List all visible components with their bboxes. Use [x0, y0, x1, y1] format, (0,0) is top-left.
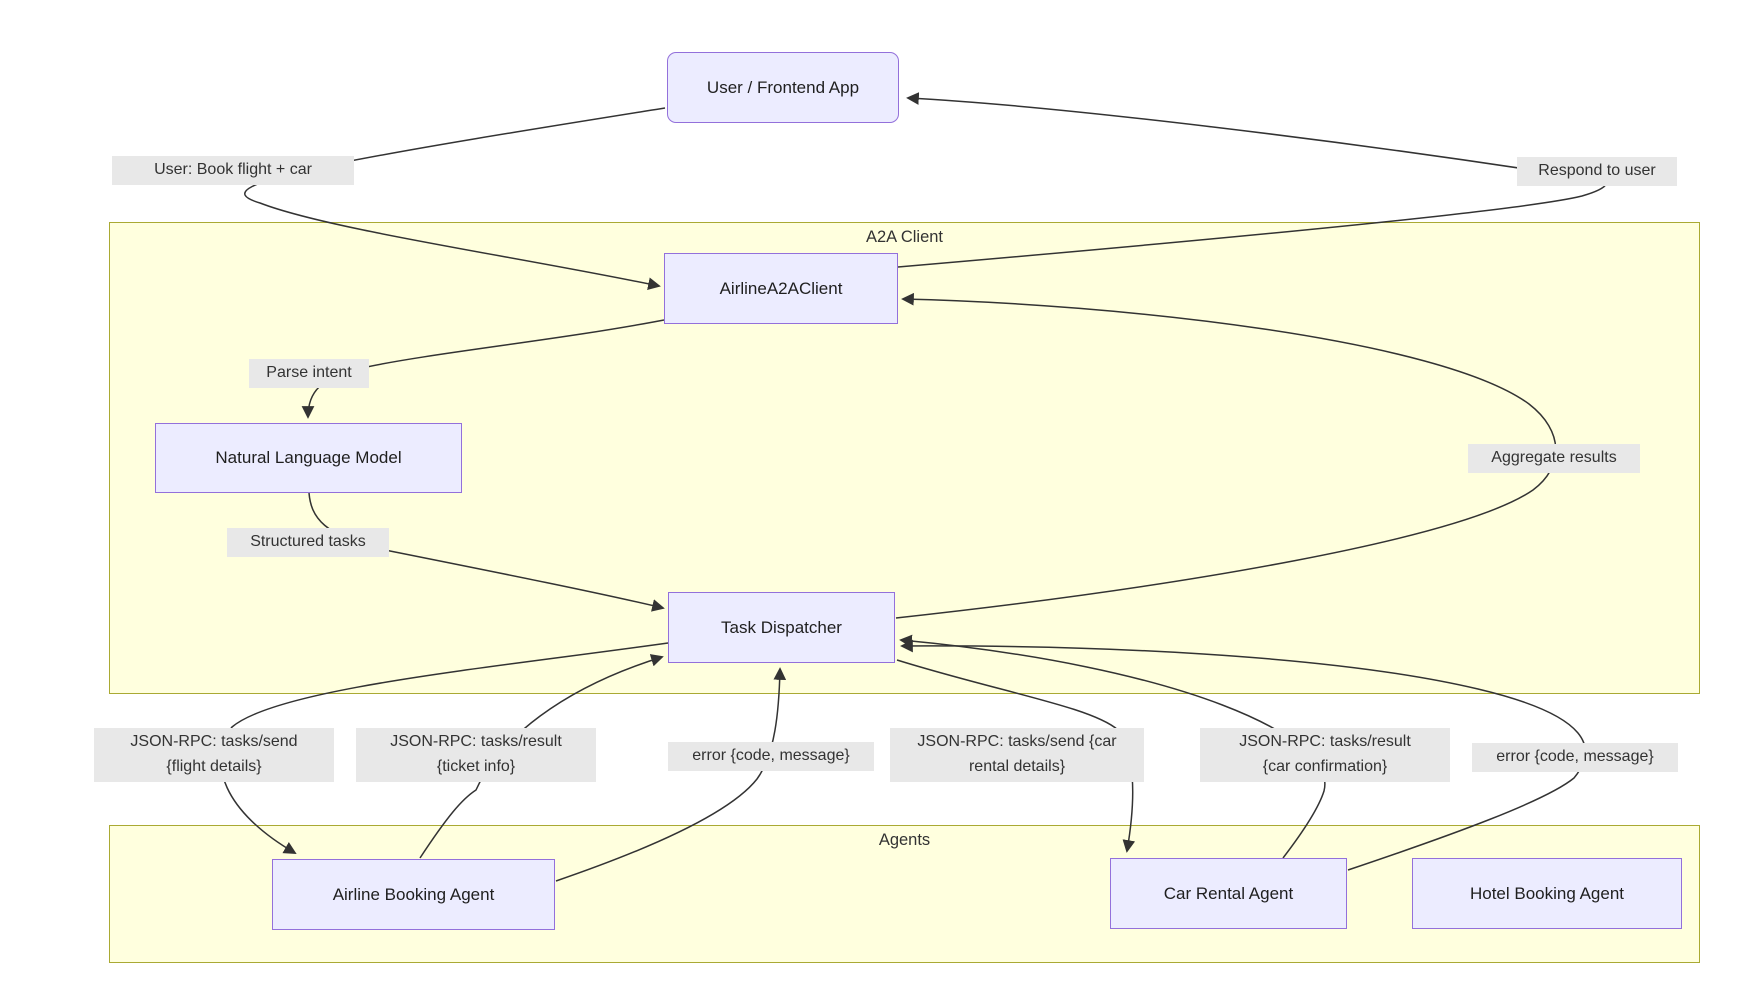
- edge-dispatcher-to-airline-agent: [219, 642, 669, 854]
- edge-dispatcher-aggregate: [895, 292, 1557, 619]
- edge-client-to-nlm: [301, 319, 665, 419]
- edge-car-agent-error: [900, 639, 1587, 871]
- cluster-agents-title: Agents: [878, 831, 931, 849]
- edge-label-send-flight: JSON-RPC: tasks/send {flight details}: [94, 728, 334, 782]
- edge-user-to-client: [244, 107, 666, 291]
- edge-label-send-car: JSON-RPC: tasks/send {car rental details…: [890, 728, 1144, 782]
- node-natural-language-model: Natural Language Model: [155, 423, 462, 493]
- edge-label-parse-intent: Parse intent: [249, 359, 369, 388]
- edge-label-result-car: JSON-RPC: tasks/result {car confirmation…: [1200, 728, 1450, 782]
- edge-label-error-right: error {code, message}: [1472, 743, 1678, 772]
- edge-label-structured-tasks: Structured tasks: [227, 528, 389, 557]
- edge-label-result-ticket: JSON-RPC: tasks/result {ticket info}: [356, 728, 596, 782]
- cluster-a2a-client-title: A2A Client: [865, 228, 944, 246]
- node-car-rental-agent: Car Rental Agent: [1110, 858, 1347, 929]
- node-user-frontend: User / Frontend App: [667, 52, 899, 123]
- edge-nlm-to-dispatcher: [308, 492, 665, 612]
- edge-label-user-request: User: Book flight + car: [112, 156, 354, 185]
- node-hotel-booking-agent: Hotel Booking Agent: [1412, 858, 1682, 929]
- node-task-dispatcher: Task Dispatcher: [668, 592, 895, 663]
- node-airline-a2a-client: AirlineA2AClient: [664, 253, 898, 324]
- edge-airline-agent-error: [555, 667, 787, 882]
- edge-label-respond-to-user: Respond to user: [1517, 157, 1677, 186]
- edge-client-respond-to-user: [897, 92, 1608, 268]
- edge-label-error-left: error {code, message}: [668, 742, 874, 771]
- edge-label-aggregate-results: Aggregate results: [1468, 444, 1640, 473]
- node-airline-booking-agent: Airline Booking Agent: [272, 859, 555, 930]
- edge-dispatcher-to-car-agent: [896, 659, 1136, 853]
